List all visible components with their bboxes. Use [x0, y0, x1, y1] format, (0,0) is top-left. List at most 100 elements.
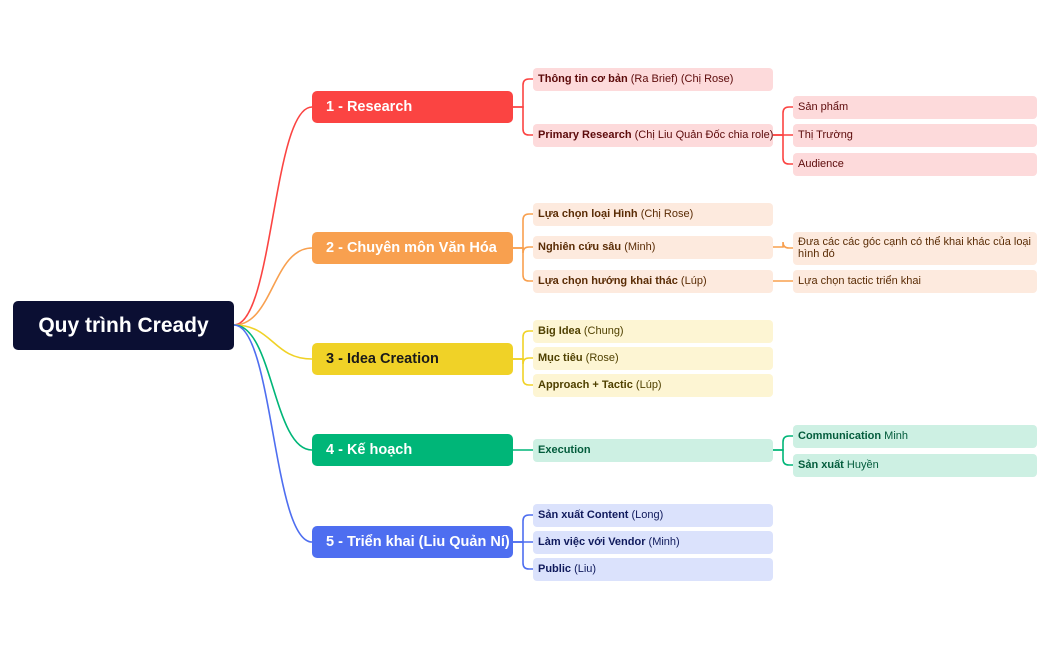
- connector-root-branch-1: [233, 106, 313, 326]
- connector-branch-1-item-2-sub-3: [773, 134, 793, 165]
- branch-1-item-1-label: (Ra Brief) (Chị Rose): [627, 73, 734, 85]
- branch-4-item-1[interactable]: Execution: [533, 438, 773, 462]
- branch-4-item-1-text: Execution: [538, 444, 591, 456]
- branch-1-item-2-sub-3-text: Audience: [798, 158, 844, 170]
- branch-3-item-3-text: Approach + Tactic (Lúp): [538, 379, 662, 391]
- branch-label-2: 2 - Chuyên môn Văn Hóa: [326, 240, 497, 256]
- connector-branch-5-item-3: [513, 541, 533, 570]
- branch-2-item-3-bold-label: Lựa chọn hướng khai thác: [538, 275, 678, 287]
- branch-2-item-3-sub-1[interactable]: Lựa chọn tactic triển khai: [793, 269, 1037, 293]
- branch-2-item-2-sub-1-label: Đưa các các góc cạnh có thể khai khác củ…: [798, 236, 1031, 260]
- branch-1-item-2-bold-label: Primary Research: [538, 129, 632, 141]
- branch-node-3[interactable]: 3 - Idea Creation: [312, 343, 513, 375]
- branch-4-item-1-sub-1-text: Communication Minh: [798, 430, 908, 442]
- branch-5-item-1-text: Sản xuất Content (Long): [538, 509, 663, 521]
- branch-5-item-1-label: (Long): [628, 509, 664, 521]
- branch-4-item-1-bold-label: Execution: [538, 444, 591, 456]
- branch-5-item-2[interactable]: Làm việc với Vendor (Minh): [533, 530, 773, 554]
- branch-3-item-1-bold-label: Big Idea: [538, 325, 581, 337]
- branch-2-item-2-label: (Minh): [621, 241, 656, 253]
- branch-1-item-2-sub-3-label: Audience: [798, 158, 844, 170]
- connector-branch-2-item-3: [513, 247, 533, 282]
- branch-3-item-2-bold-label: Mục tiêu: [538, 352, 583, 364]
- root-label: Quy trình Cready: [38, 313, 209, 337]
- branch-2-item-3-sub-1-label: Lựa chọn tactic triển khai: [798, 275, 921, 287]
- branch-5-item-3-label: (Liu): [571, 563, 597, 575]
- branch-2-item-2-text: Nghiên cứu sâu (Minh): [538, 241, 655, 253]
- connector-branch-3-item-3: [513, 358, 533, 386]
- connector-branch-2-item-1: [513, 213, 533, 249]
- connector-branch-1-item-2: [513, 106, 533, 136]
- branch-3-item-1[interactable]: Big Idea (Chung): [533, 319, 773, 343]
- branch-3-item-3-bold-label: Approach + Tactic: [538, 379, 633, 391]
- branch-4-item-1-sub-2-bold-label: Sản xuất: [798, 459, 844, 471]
- branch-5-item-2-label: (Minh): [645, 536, 680, 548]
- branch-5-item-3-bold-label: Public: [538, 563, 572, 575]
- branch-label-5: 5 - Triển khai (Liu Quản Ní): [326, 534, 510, 550]
- connector-root-branch-4: [233, 324, 313, 451]
- branch-1-item-2[interactable]: Primary Research (Chị Liu Quản Đốc chia …: [533, 123, 773, 147]
- branch-3-item-2-label: (Rose): [582, 352, 619, 364]
- branch-4-item-1-sub-1-label: Minh: [881, 430, 909, 442]
- root-node[interactable]: Quy trình Cready: [13, 301, 234, 350]
- branch-1-item-1-text: Thông tin cơ bản (Ra Brief) (Chị Rose): [538, 73, 733, 85]
- branch-1-item-2-text: Primary Research (Chị Liu Quản Đốc chia …: [538, 129, 773, 141]
- connector-root-branch-3: [233, 324, 313, 360]
- branch-1-item-2-label: (Chị Liu Quản Đốc chia role): [631, 129, 774, 141]
- branch-1-item-2-sub-1-label: Sản phẩm: [798, 101, 849, 113]
- branch-2-item-3-label: (Lúp): [677, 275, 707, 287]
- branch-1-item-2-sub-1[interactable]: Sản phẩm: [793, 95, 1037, 119]
- branch-5-item-2-bold-label: Làm việc với Vendor: [538, 536, 646, 548]
- branch-4-item-1-sub-2-text: Sản xuất Huyền: [798, 459, 879, 471]
- branch-3-item-2[interactable]: Mục tiêu (Rose): [533, 346, 773, 370]
- branch-label-1: 1 - Research: [326, 99, 413, 115]
- branch-2-item-1-label: (Chị Rose): [637, 208, 694, 220]
- branch-3-item-2-text: Mục tiêu (Rose): [538, 352, 619, 364]
- branch-2-item-1-bold-label: Lựa chọn loại Hình: [538, 208, 638, 220]
- branch-3-item-3[interactable]: Approach + Tactic (Lúp): [533, 373, 773, 397]
- branch-2-item-3-sub-1-text: Lựa chọn tactic triển khai: [798, 275, 921, 287]
- branch-3-item-3-label: (Lúp): [632, 379, 662, 391]
- connector-root-branch-2: [233, 247, 313, 326]
- branch-4-item-1-sub-1-bold-label: Communication: [798, 430, 882, 442]
- branch-5-item-1-bold-label: Sản xuất Content: [538, 509, 629, 521]
- branch-5-item-2-text: Làm việc với Vendor (Minh): [538, 536, 680, 548]
- branch-2-item-2-sub-1[interactable]: Đưa các các góc cạnh có thể khai khác củ…: [793, 231, 1037, 265]
- branch-node-4[interactable]: 4 - Kế hoạch: [312, 434, 513, 466]
- branch-2-item-3-text: Lựa chọn hướng khai thác (Lúp): [538, 275, 707, 287]
- connector-branch-2-item-2-sub-1: [773, 241, 793, 249]
- branch-1-item-2-sub-1-text: Sản phẩm: [798, 101, 848, 113]
- connector-branch-4-item-1-sub-1: [773, 435, 793, 451]
- connector-branch-3-item-1: [513, 330, 533, 360]
- branch-3-item-1-label: (Chung): [580, 325, 624, 337]
- branch-label-3: 3 - Idea Creation: [326, 351, 439, 367]
- connector-branch-1-item-1: [513, 78, 533, 108]
- branch-2-item-2-bold-label: Nghiên cứu sâu: [538, 241, 622, 253]
- branch-1-item-2-sub-2-label: Thị Trường: [798, 129, 853, 141]
- branch-1-item-2-sub-2-text: Thị Trường: [798, 129, 853, 141]
- branch-5-item-3-text: Public (Liu): [538, 563, 596, 575]
- branch-1-item-2-sub-3[interactable]: Audience: [793, 152, 1037, 176]
- branch-node-5[interactable]: 5 - Triển khai (Liu Quản Ní): [312, 526, 513, 558]
- connector-branch-1-item-2-sub-1: [773, 106, 793, 136]
- branch-5-item-1[interactable]: Sản xuất Content (Long): [533, 503, 773, 527]
- branch-1-item-1[interactable]: Thông tin cơ bản (Ra Brief) (Chị Rose): [533, 67, 773, 91]
- branch-1-item-2-sub-2[interactable]: Thị Trường: [793, 123, 1037, 147]
- branch-2-item-3[interactable]: Lựa chọn hướng khai thác (Lúp): [533, 269, 773, 293]
- branch-4-item-1-sub-2[interactable]: Sản xuất Huyền: [793, 453, 1037, 477]
- branch-5-item-3[interactable]: Public (Liu): [533, 557, 773, 581]
- connector-branch-5-item-1: [513, 514, 533, 543]
- connector-branch-4-item-1-sub-2: [773, 449, 793, 466]
- branch-node-1[interactable]: 1 - Research: [312, 91, 513, 123]
- branch-4-item-1-sub-1[interactable]: Communication Minh: [793, 424, 1037, 448]
- branch-4-item-1-sub-2-label: Huyền: [843, 459, 879, 471]
- branch-3-item-1-text: Big Idea (Chung): [538, 325, 624, 337]
- branch-1-item-1-bold-label: Thông tin cơ bản: [538, 73, 628, 85]
- branch-2-item-1-text: Lựa chọn loại Hình (Chị Rose): [538, 208, 693, 220]
- branch-node-2[interactable]: 2 - Chuyên môn Văn Hóa: [312, 232, 513, 264]
- branch-label-4: 4 - Kế hoạch: [326, 442, 413, 458]
- branch-2-item-2[interactable]: Nghiên cứu sâu (Minh): [533, 235, 773, 259]
- connector-root-branch-5: [233, 324, 313, 543]
- branch-2-item-1[interactable]: Lựa chọn loại Hình (Chị Rose): [533, 202, 773, 226]
